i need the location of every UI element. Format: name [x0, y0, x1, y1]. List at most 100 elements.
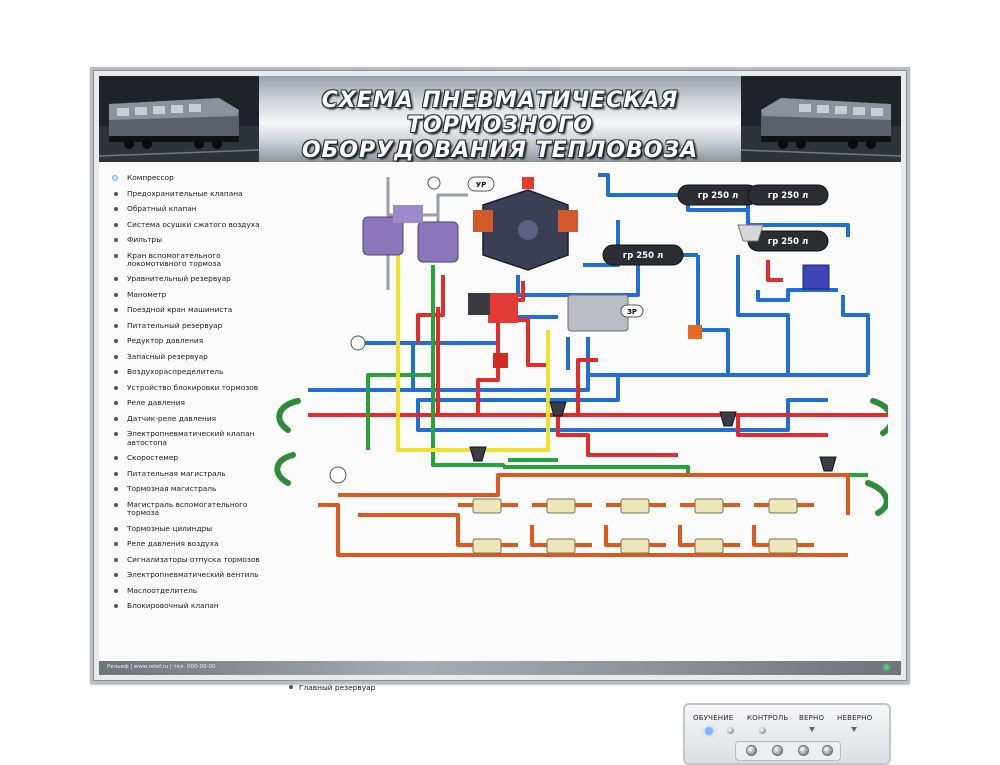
legend-item-label: Тормозные цилиндры: [127, 523, 213, 533]
legend-item: Уравнительный резервуар: [109, 275, 279, 283]
crane-head: [393, 205, 423, 223]
feed-line: [841, 295, 870, 375]
brake-line: [556, 415, 678, 457]
legend-item: Питательный резервуар: [109, 320, 279, 330]
mode-training-button[interactable]: [727, 727, 734, 734]
legend-item-label: Реле давления: [127, 398, 185, 408]
pressure-gauge: [329, 466, 347, 484]
legend-item-label: Уравнительный резервуар: [127, 274, 231, 284]
signal-line: [478, 330, 550, 452]
oil-separator: [737, 224, 764, 242]
brake-cylinder: [472, 498, 502, 514]
training-indicator-light: [705, 727, 713, 735]
brake-cylinder: [620, 538, 650, 554]
legend-item-label: Запасный резервуар: [127, 351, 208, 361]
cylinder-line: [358, 513, 460, 545]
legend-item-label: Питательная магистраль: [127, 468, 226, 478]
zr-label: ЗР: [627, 308, 637, 316]
panel-button-4[interactable]: [822, 745, 833, 756]
legend-item: Блокировочный клапан: [109, 602, 279, 610]
legend-item-label: Воздухораспределитель: [127, 367, 224, 377]
legend-item-label: Питательный резервуар: [127, 320, 223, 330]
legend-item: Реле давления воздуха: [109, 540, 279, 548]
legend-item: Главный резервуар: [287, 683, 406, 692]
legend-item: Маслоотделитель: [109, 585, 279, 595]
brake-line: [476, 325, 500, 415]
tank-label: гр 250 л: [698, 191, 738, 201]
panel-button-3[interactable]: [798, 745, 809, 756]
legend-item: Электропневматический клапан автостопа: [109, 430, 279, 447]
legend-item: Кран вспомогательного локомотивного торм…: [109, 251, 279, 269]
bullet-icon: [114, 238, 118, 242]
legend-item-label: Электропневматический вентиль: [127, 570, 259, 580]
compressor-hub: [518, 220, 538, 240]
legend-item: Компрессор: [109, 173, 279, 182]
ur-label: УР: [476, 181, 487, 189]
legend-item: Питательная магистраль: [109, 468, 279, 478]
bullet-icon: [114, 604, 118, 609]
legend-item: Фильтры: [109, 235, 279, 244]
brake-line: [766, 260, 783, 282]
feed-line: [746, 210, 850, 237]
tank-label: гр 250 л: [768, 191, 808, 201]
bullet-icon: [114, 416, 118, 421]
pressure-gauge: [427, 176, 441, 190]
legend-item: Предохранительные клапана: [109, 188, 279, 198]
brake-cylinder: [768, 498, 798, 514]
bullet-icon: [114, 557, 118, 562]
panel-button-1[interactable]: [746, 745, 757, 756]
bullet-icon: [114, 191, 118, 196]
cylinder-line: [338, 473, 850, 515]
result-correct-label: ВЕРНО: [799, 714, 825, 722]
legend-item-label: Электропневматический клапан автостопа: [127, 429, 255, 447]
bullet-icon: [114, 573, 118, 578]
brake-cylinder: [546, 498, 576, 514]
poster-header: СХЕМА ПНЕВМАТИЧЕСКАЯ ТОРМОЗНОГО ОБОРУДОВ…: [99, 76, 901, 188]
brake-cylinder: [768, 538, 798, 554]
bullet-icon: [114, 588, 118, 593]
compressor-cylinder: [558, 210, 578, 232]
footer-strip: Рельеф | www.relef.ru | тел. 000-00-00: [99, 661, 901, 675]
mode-control-label: КОНТРОЛЬ: [747, 714, 789, 722]
legend-item: Система осушки сжатого воздуха: [109, 220, 279, 229]
brake-lock-device: [688, 325, 702, 339]
bullet-icon: [114, 542, 118, 547]
mode-control-button[interactable]: [759, 727, 766, 734]
locomotive-image-left: [99, 76, 259, 162]
feed-line: [736, 255, 790, 375]
footer-text: Рельеф | www.relef.ru | тел. 000-00-00: [107, 664, 216, 670]
bullet-icon: [114, 432, 118, 437]
legend-item-label: Тормозная магистраль: [127, 484, 217, 494]
feed-line: [756, 288, 838, 302]
legend-item-label: Реле давления воздуха: [127, 539, 219, 549]
aux-brake-line: [366, 265, 435, 450]
legend-item-label: Датчик-реле давления: [127, 413, 217, 423]
bullet-icon: [114, 502, 118, 507]
legend-item-label: Предохранительные клапана: [127, 188, 243, 198]
legend-item: Манометр: [109, 290, 279, 299]
bullet-icon: [114, 253, 118, 258]
bullet-icon: [114, 456, 118, 461]
legend-item: Электропневматический вентиль: [109, 571, 279, 579]
poster-board: СХЕМА ПНЕВМАТИЧЕСКАЯ ТОРМОЗНОГО ОБОРУДОВ…: [90, 67, 910, 765]
feed-valve: [468, 293, 490, 315]
bullet-icon: [114, 471, 118, 476]
panel-button-2[interactable]: [772, 745, 783, 756]
wrong-indicator-icon: [851, 727, 857, 732]
bullet-icon: [114, 339, 118, 344]
feed-line: [696, 255, 730, 375]
switching-valve: [819, 456, 837, 472]
legend-item: Реле давления: [109, 399, 279, 407]
legend-item-label: Маслоотделитель: [127, 585, 198, 595]
brake-cylinder: [620, 498, 650, 514]
bullet-icon: [114, 526, 118, 531]
bullet-icon: [114, 370, 118, 375]
bullet-icon: [114, 354, 118, 359]
result-wrong-label: НЕВЕРНО: [837, 714, 873, 722]
bullet-icon: [114, 401, 118, 406]
brake-line: [576, 358, 598, 415]
power-indicator-light: [884, 665, 889, 670]
feed-main-line: [308, 373, 868, 392]
